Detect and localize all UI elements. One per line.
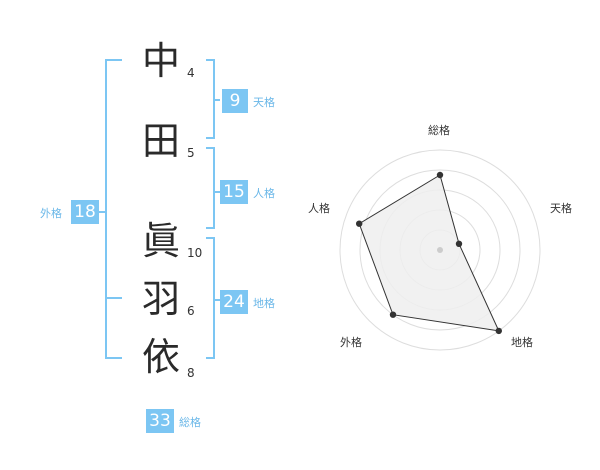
radar-axis-label-gaikaku: 外格 (340, 336, 362, 349)
name-char-5: 依 (141, 335, 180, 379)
stroke-count-1: 4 (187, 66, 195, 80)
radar-point-2 (455, 240, 463, 247)
stroke-count-5: 8 (187, 366, 195, 380)
chikaku-label: 地格 (253, 297, 275, 310)
name-char-1: 中 (141, 39, 180, 83)
radar-axis-label-soukaku: 総格 (428, 124, 450, 137)
chikaku-bracket (206, 237, 215, 359)
name-char-3: 眞 (141, 219, 180, 263)
gaikaku-label: 外格 (40, 207, 62, 220)
radar-point-3 (495, 327, 502, 335)
radar-axis-label-jinkaku: 人格 (308, 202, 330, 215)
radar-point-5 (356, 220, 363, 227)
radar-ring-5 (339, 149, 541, 351)
stroke-count-4: 6 (187, 304, 195, 318)
gaikaku-badge: 18 (71, 200, 99, 224)
jinkaku-bracket (206, 147, 215, 229)
soukaku-badge: 33 (146, 409, 174, 433)
radar-axis-label-chikaku: 地格 (511, 336, 533, 349)
radar-ring-4 (359, 169, 521, 331)
jinkaku-badge: 15 (220, 180, 248, 204)
chikaku-badge: 24 (220, 290, 248, 314)
tenkaku-badge: 9 (222, 89, 248, 113)
radar-axis-label-tenkaku: 天格 (550, 202, 572, 215)
name-char-4: 羽 (141, 277, 180, 321)
radar-point-4 (389, 311, 397, 318)
radar-polygon (358, 174, 500, 332)
stroke-count-3: 10 (187, 246, 203, 260)
radar-point-1 (436, 171, 444, 179)
jinkaku-label: 人格 (253, 187, 275, 200)
gaikaku-bracket (105, 59, 122, 359)
radar-center-dot (437, 247, 443, 253)
name-char-2: 田 (141, 119, 180, 163)
soukaku-label: 総格 (179, 416, 201, 429)
tenkaku-label: 天格 (253, 96, 275, 109)
stroke-count-2: 5 (187, 146, 195, 160)
